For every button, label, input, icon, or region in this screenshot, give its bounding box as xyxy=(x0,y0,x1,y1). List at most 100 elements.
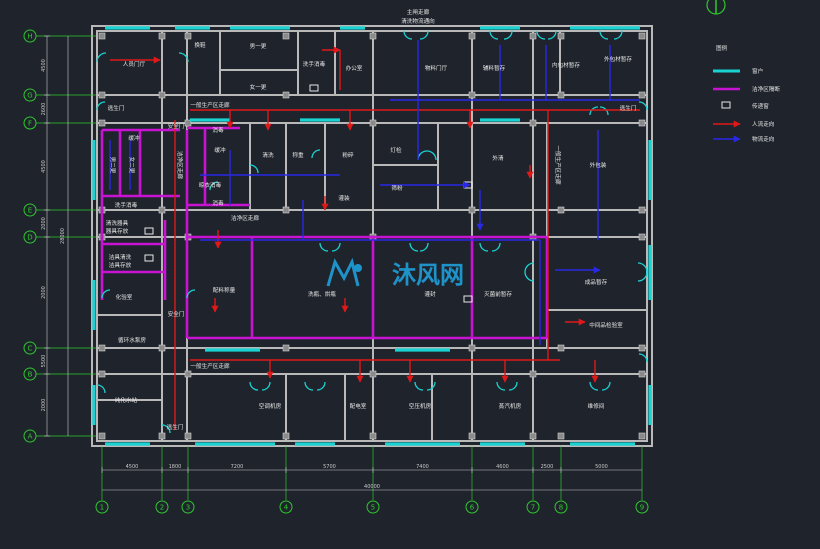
column-pillar xyxy=(557,32,565,40)
column-pillar xyxy=(98,91,106,99)
label-change: 换鞋 xyxy=(194,41,206,49)
label-goods-entrance: 清洗物流通向 xyxy=(401,17,435,25)
col-axis-label: 9 xyxy=(640,504,644,512)
transfer-window xyxy=(463,295,473,303)
column-pillar xyxy=(638,32,646,40)
legend-item-partition: 洁净区隔断 xyxy=(752,85,780,93)
row-axis-bubble xyxy=(23,341,37,355)
label-locker-1: 男一更 xyxy=(250,43,267,50)
transfer-window xyxy=(309,84,319,92)
label-disinfect: 消毒 xyxy=(212,199,224,207)
dim-bottom-total: 40000 xyxy=(364,484,380,490)
dim-left-value: 2000 xyxy=(41,399,47,412)
transfer-window xyxy=(144,254,154,262)
label-weigh: 称重 xyxy=(292,151,304,159)
col-axis-label: 8 xyxy=(559,504,563,512)
col-axis-bubble xyxy=(181,500,195,514)
row-axis-label: F xyxy=(28,120,32,128)
column-pillar xyxy=(282,91,290,99)
legend-title: 图例 xyxy=(716,44,728,52)
column-pillar xyxy=(638,91,646,99)
dim-left-value: 2000 xyxy=(41,286,47,299)
outer-wall-outer xyxy=(91,25,653,447)
label-intermediate: 中间品检验室 xyxy=(589,321,623,329)
label-wash-dry: 洗瓶、烘瓶 xyxy=(308,290,336,298)
column-pillar xyxy=(158,206,166,214)
label-cold-storage: 灭菌前暂存 xyxy=(484,290,512,298)
label-locker-m2: 男二更 xyxy=(109,157,116,174)
column-pillar xyxy=(184,432,192,440)
dim-bottom-value: 1800 xyxy=(169,464,182,470)
column-pillar xyxy=(529,432,537,440)
door xyxy=(209,181,219,191)
col-axis-label: 7 xyxy=(531,504,535,512)
dim-bottom-value: 4500 xyxy=(126,464,139,470)
dim-bottom-value: 4600 xyxy=(496,464,509,470)
column-pillar xyxy=(468,344,476,352)
label-outer-pack-room: 外包装 xyxy=(590,161,607,169)
col-axis-label: 1 xyxy=(100,504,104,512)
row-axis-bubble xyxy=(23,203,37,217)
watermark: 沐风网 xyxy=(326,257,464,289)
column-pillar xyxy=(529,119,537,127)
label-tool-store: 洁具存放 xyxy=(109,261,132,269)
door xyxy=(409,242,429,252)
door xyxy=(249,164,259,174)
dim-left-value: 5500 xyxy=(41,355,47,368)
left-dimensions: 4500260045002000200055002000450028000 xyxy=(39,0,66,437)
dim-left-value: 2600 xyxy=(41,103,47,116)
label-sieve: 筛粉 xyxy=(391,184,403,192)
legend: 图例 窗户 洁净区隔断 传递窗 人流走向 物流走向 xyxy=(713,44,780,143)
column-pillar xyxy=(468,91,476,99)
column-pillar xyxy=(282,344,290,352)
row-axis-bubble xyxy=(23,29,37,43)
windows xyxy=(92,26,652,446)
door xyxy=(479,242,501,252)
dim-left-value: 2000 xyxy=(41,217,47,230)
label-wash-hands-2: 洗手消毒 xyxy=(115,201,138,209)
col-axis-bubble xyxy=(155,500,169,514)
column-pillar xyxy=(98,344,106,352)
col-axis-bubble xyxy=(526,500,540,514)
row-axis-label: H xyxy=(27,33,32,41)
label-finished-store: 成品暂存 xyxy=(585,278,608,286)
column-pillar xyxy=(184,370,192,378)
column-pillar xyxy=(557,91,565,99)
label-tool-clean: 洁具清洗 xyxy=(109,253,132,261)
label-maintain: 维修间 xyxy=(588,402,605,410)
row-axis-bubble xyxy=(23,116,37,130)
door xyxy=(403,30,429,40)
column-pillar xyxy=(158,344,166,352)
column-pillar xyxy=(529,32,537,40)
column-pillar xyxy=(98,432,106,440)
row-axis-label: C xyxy=(28,345,33,353)
watermark-logo xyxy=(326,257,362,287)
col-axis-label: 5 xyxy=(371,504,375,512)
dim-left-value: 4500 xyxy=(41,59,47,72)
label-inner-pack: 内包材暂存 xyxy=(552,61,580,69)
column-pillar xyxy=(468,206,476,214)
transfer-window xyxy=(144,227,154,235)
row-axis-bubble xyxy=(23,88,37,102)
column-pillar xyxy=(369,32,377,40)
label-corridor-general-bottom: 一般生产区走廊 xyxy=(190,362,230,370)
column-pillar xyxy=(184,119,192,127)
label-logistics-hall: 物料门厅 xyxy=(425,64,448,72)
column-pillar xyxy=(468,32,476,40)
label-locker-2: 女一更 xyxy=(250,83,267,91)
label-mixing: 配料称量 xyxy=(213,286,236,294)
dim-bottom-value: 5000 xyxy=(595,464,608,470)
door xyxy=(496,381,518,391)
door xyxy=(589,106,609,116)
legend-item-transfer: 传递窗 xyxy=(752,102,769,110)
door xyxy=(96,52,107,63)
label-crush: 粉碎 xyxy=(342,151,354,159)
column-pillar xyxy=(468,432,476,440)
row-axis-label: B xyxy=(28,371,33,379)
column-pillar xyxy=(638,344,646,352)
column-pillar xyxy=(638,370,646,378)
door xyxy=(96,101,106,111)
dim-bottom-value: 7200 xyxy=(231,464,244,470)
row-axis-bubble xyxy=(23,230,37,244)
